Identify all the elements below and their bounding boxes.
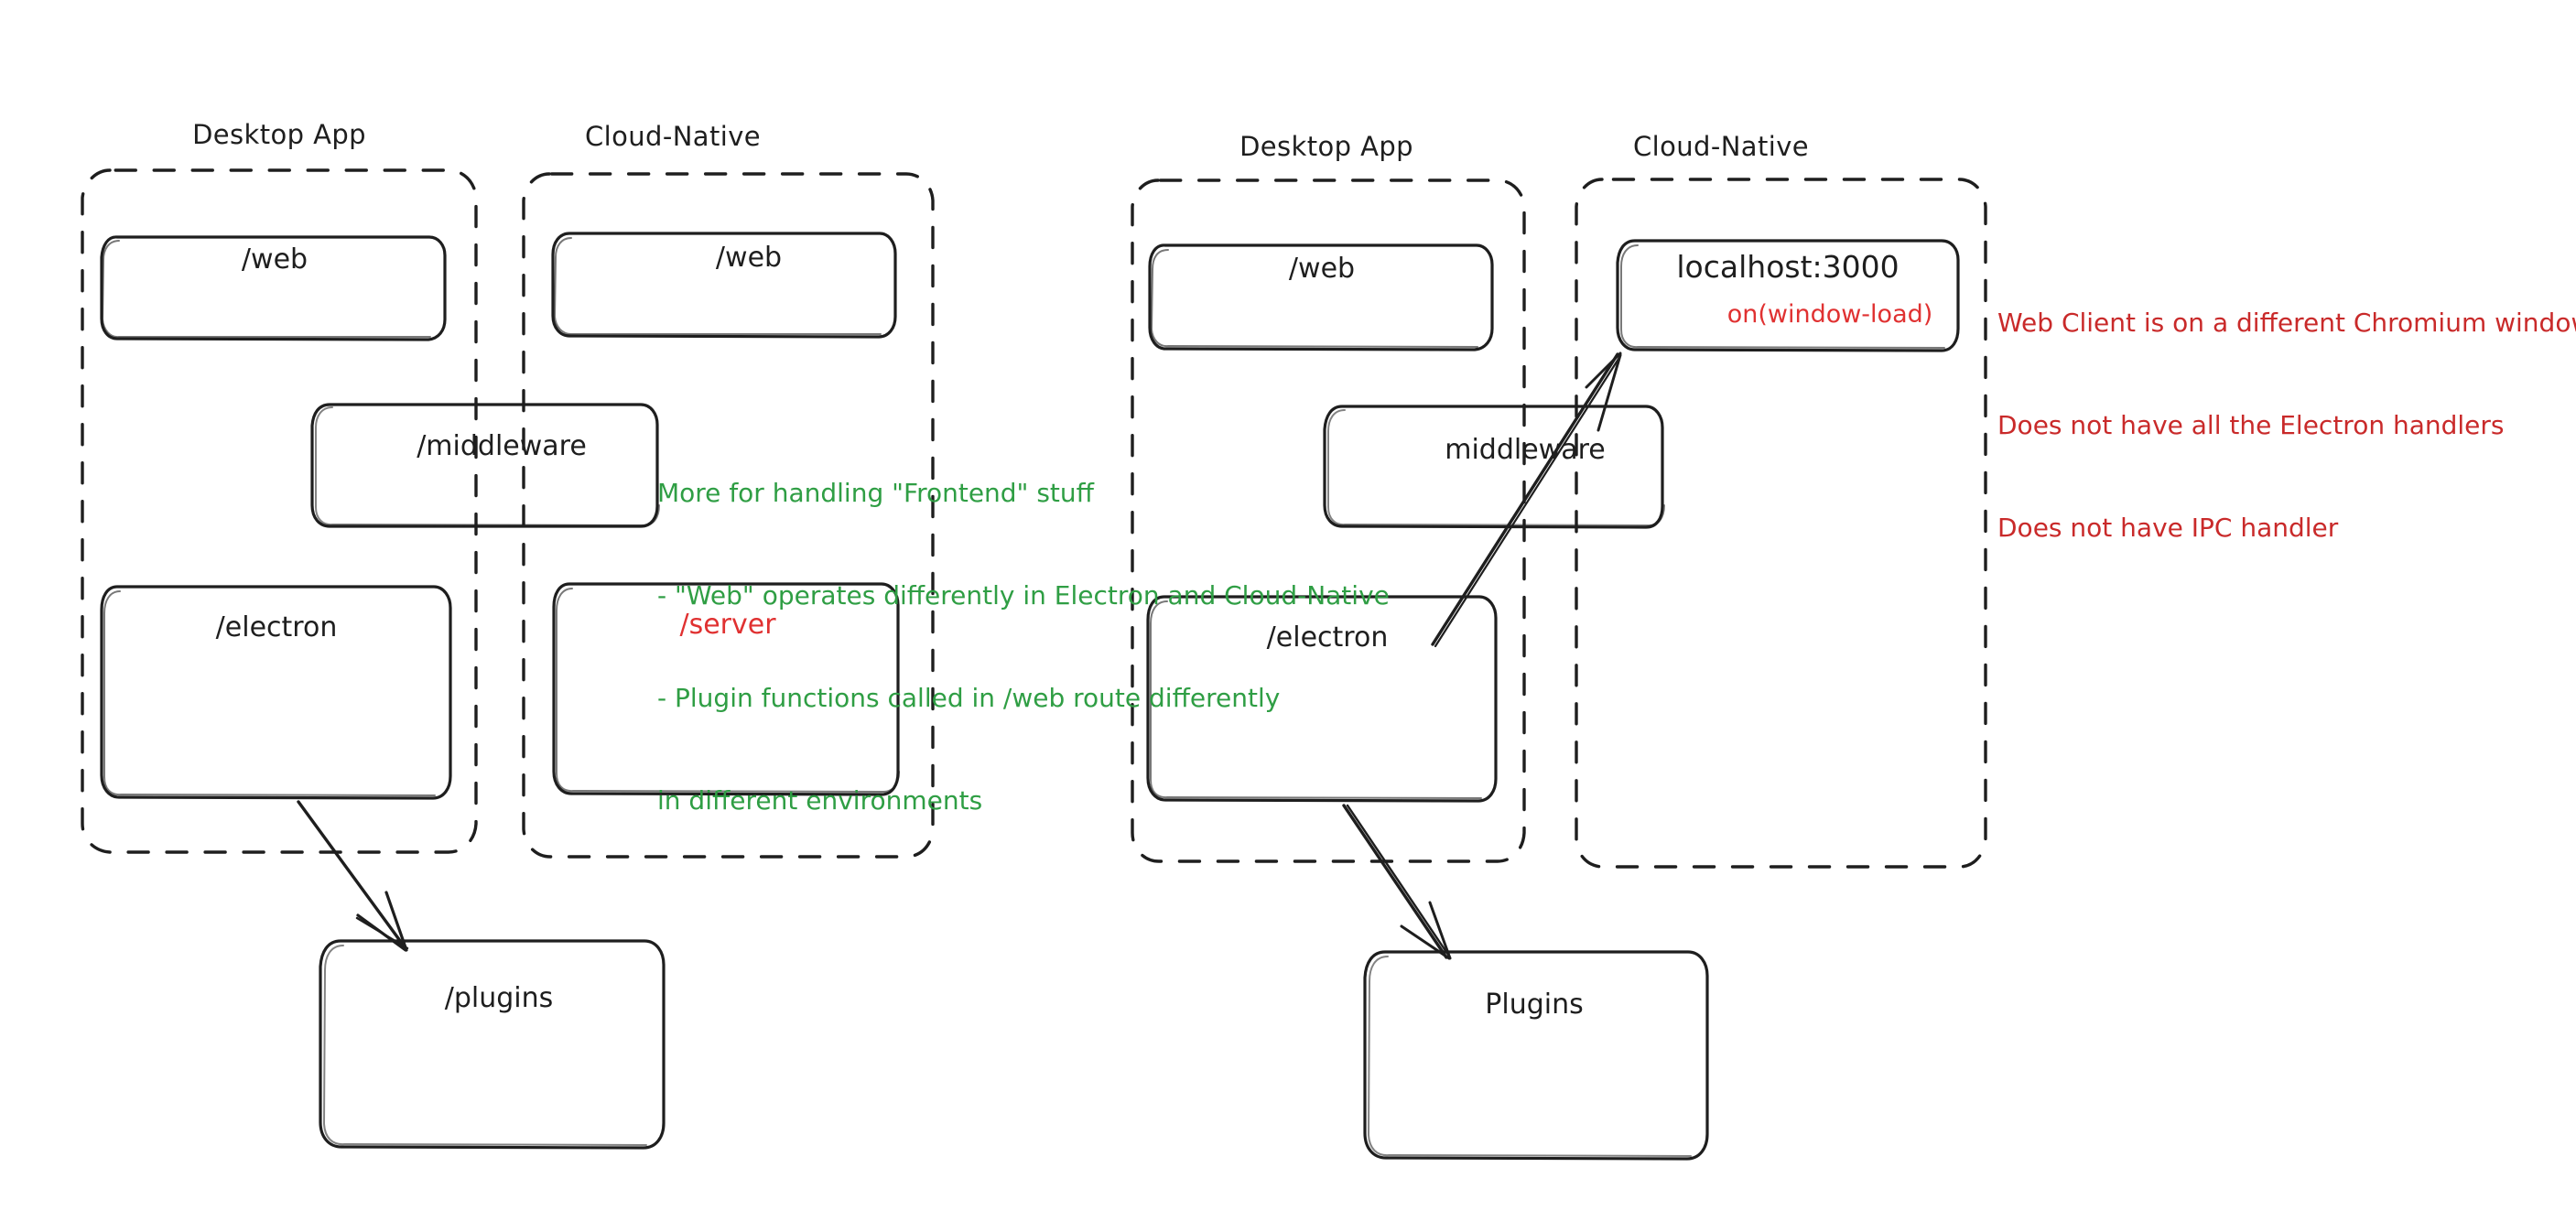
left-cloud-web-box[interactable] — [551, 232, 897, 339]
left-plugins-box[interactable] — [319, 939, 666, 1150]
right-electron-box[interactable] — [1146, 595, 1498, 803]
right-localhost-box[interactable] — [1616, 239, 1960, 352]
arrow-left-electron-to-plugins — [297, 800, 409, 952]
right-desktop-web-box[interactable] — [1148, 243, 1494, 351]
left-server-box[interactable] — [552, 582, 900, 796]
right-desktop-app-container — [1131, 178, 1526, 863]
right-cloud-native-container — [1575, 178, 1987, 869]
left-middleware-box[interactable] — [310, 403, 660, 528]
left-cloud-native-container — [522, 172, 935, 859]
left-desktop-web-box[interactable] — [100, 235, 447, 341]
right-plugins-box[interactable] — [1363, 950, 1709, 1161]
arrow-right-electron-to-plugins — [1342, 804, 1452, 960]
left-desktop-app-container — [81, 168, 478, 854]
arrow-right-electron-to-localhost — [1431, 351, 1622, 648]
right-middleware-box[interactable] — [1323, 405, 1665, 529]
left-electron-box[interactable] — [100, 585, 452, 800]
